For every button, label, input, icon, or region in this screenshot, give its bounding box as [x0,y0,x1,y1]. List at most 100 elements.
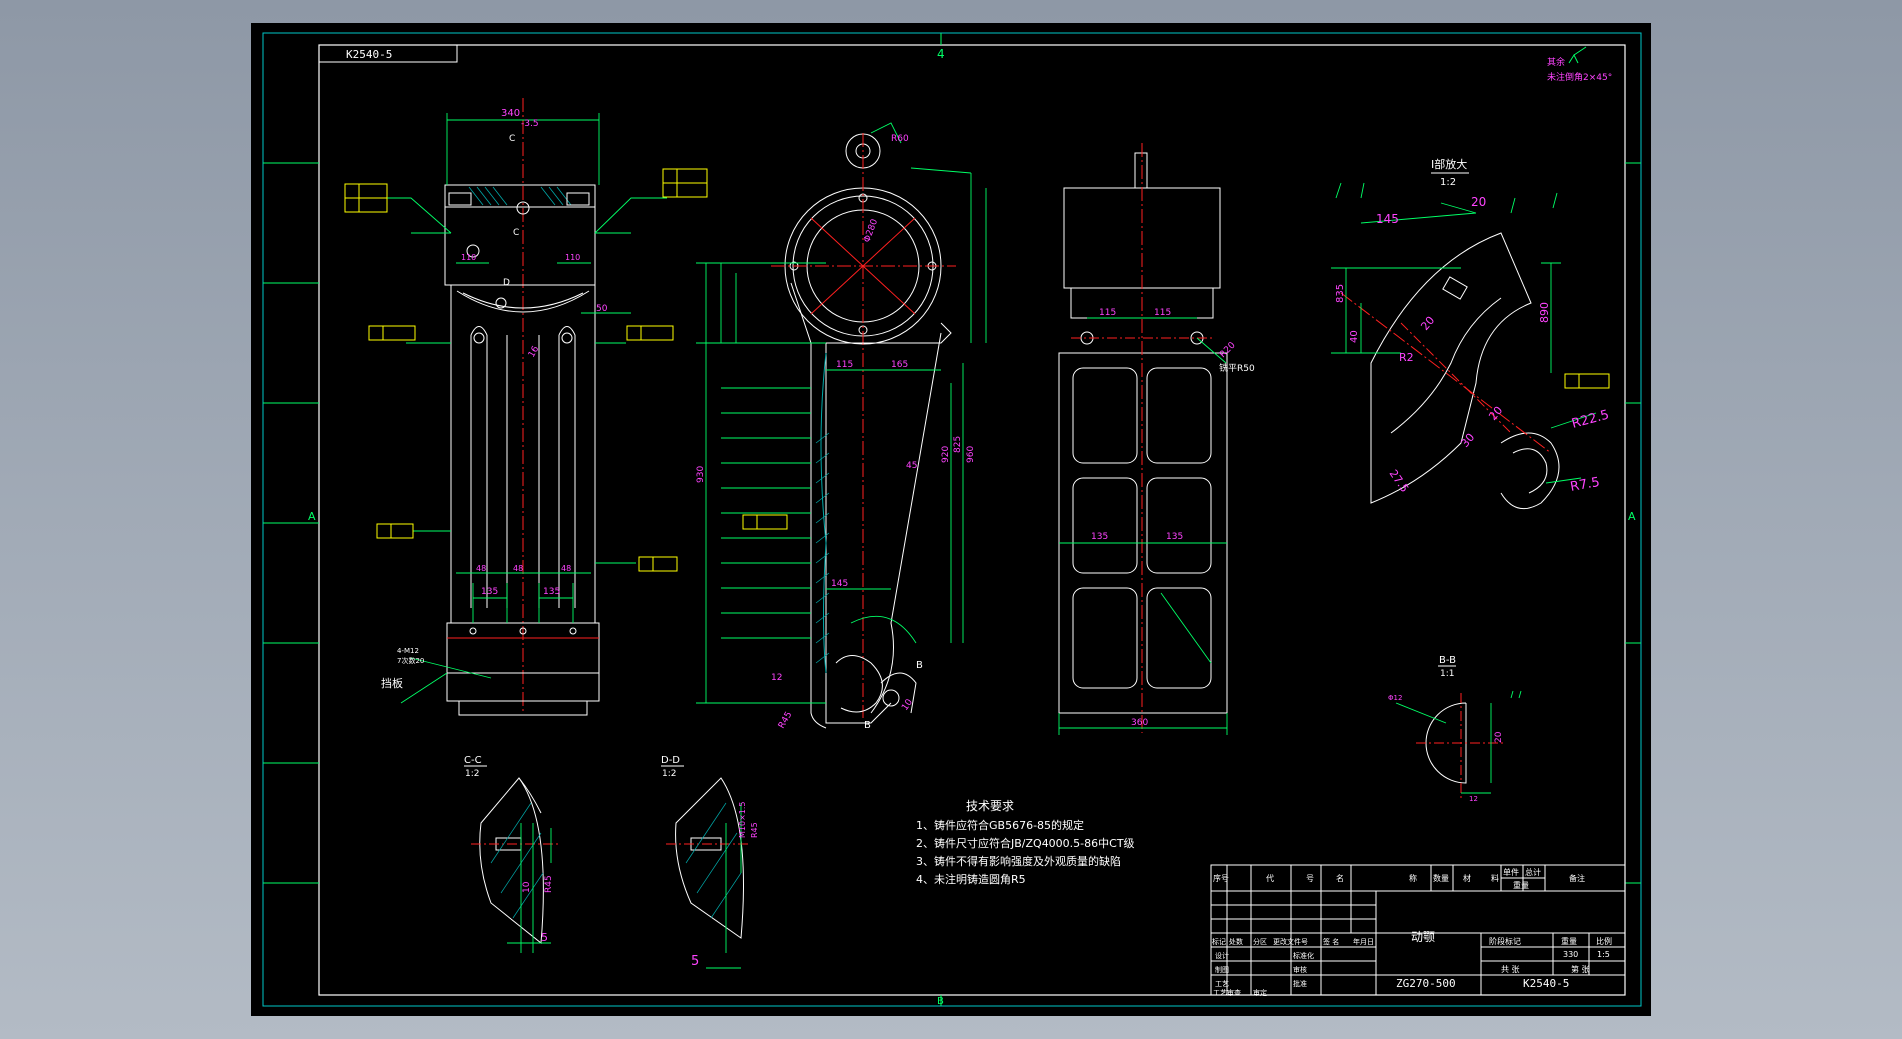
svg-text:135: 135 [1166,532,1183,542]
svg-text:920: 920 [941,446,951,463]
cc-dim-5: 5 [541,931,548,944]
svg-text:27.5: 27.5 [1387,467,1412,495]
svg-text:135: 135 [481,587,498,597]
svg-text:330: 330 [1563,950,1578,959]
grid-letter-left: A [308,510,316,523]
bb-dim-20: 20 [1494,731,1504,743]
svg-text:110: 110 [565,253,580,262]
section-bb: B-B 1:1 20 12 Φ12 [1388,655,1522,803]
svg-text:960: 960 [966,446,976,463]
tech-item-1: 1、铸件应符合GB5676-85的规定 [916,818,1084,832]
svg-text:Φ280: Φ280 [862,218,880,244]
grid-letter-bottom: B [937,996,944,1007]
svg-text:R22.5: R22.5 [1570,408,1611,432]
code-box-text: K2540-5 [346,48,392,61]
title-block: 序号 代 号 名 称 数量 材 料 单件 总计 重量 备注 标记 处数 分区 更… [1210,864,1626,997]
front-section-d: D [503,278,510,288]
detail-i: I部放大 1:2 145 20 835 [1331,157,1611,510]
front-label-baffle: 挡板 [381,676,403,690]
svg-text:R45: R45 [777,710,795,730]
svg-text:R7.5: R7.5 [1569,475,1601,495]
svg-text:48: 48 [476,564,486,573]
svg-text:B-B: B-B [1439,655,1456,666]
svg-text:1:2: 1:2 [465,769,479,779]
detail-i-dims: 145 20 835 40 890 R2 20 27.5 R22.5 R7.5 … [1335,195,1611,495]
svg-text:50: 50 [596,304,608,314]
svg-text:数量: 数量 [1433,873,1449,883]
svg-text:工艺: 工艺 [1215,980,1229,988]
side-view-dims: R60 Φ280 115 165 45 145 930 920 825 960 … [696,134,976,731]
section-cc: C-C 1:2 5 10 R45 [464,755,561,953]
svg-text:名: 名 [1336,873,1344,883]
svg-text:1:2: 1:2 [662,769,676,779]
svg-text:825: 825 [953,436,963,453]
svg-text:比例: 比例 [1596,936,1612,946]
svg-text:930: 930 [696,466,706,483]
svg-text:制图: 制图 [1215,965,1229,974]
svg-text:145: 145 [831,579,848,589]
svg-text:审定: 审定 [1253,988,1267,997]
front-view: 340 -3.5 110 110 50 16 48 48 48 135 135 … [344,98,1610,716]
svg-text:料: 料 [1491,873,1499,883]
svg-text:代: 代 [1266,873,1274,883]
front-section-c-bottom: C [513,228,519,238]
front-section-c-top: C [509,134,515,144]
title-material: ZG270-500 [1396,977,1456,990]
svg-text:分区: 分区 [1253,937,1267,946]
dd-dim-r45: R45 [750,822,759,838]
svg-text:序号: 序号 [1213,873,1229,883]
svg-text:-3.5: -3.5 [521,119,539,129]
svg-text:R2: R2 [1399,351,1414,364]
svg-text:I部放大: I部放大 [1431,157,1467,171]
tech-item-4: 4、未注明铸造圆角R5 [916,872,1026,886]
svg-text:1:5: 1:5 [1597,950,1610,959]
cad-drawing: 4 A A B K2540-5 其余 未注倒角2×45° [262,32,1642,1007]
grid-letter-top: 4 [937,47,945,61]
svg-text:12: 12 [771,673,782,683]
bb-dim-12: 12 [1469,795,1478,803]
tech-title: 技术要求 [966,799,1014,813]
svg-text:总计: 总计 [1525,867,1541,877]
svg-text:115: 115 [1099,308,1116,318]
svg-text:20: 20 [1471,195,1486,209]
svg-text:48: 48 [513,564,523,573]
svg-text:标记: 标记 [1212,937,1226,946]
svg-text:1:1: 1:1 [1440,669,1454,679]
svg-text:共 张: 共 张 [1501,965,1520,974]
svg-text:30: 30 [1458,431,1477,450]
front-dim-7: 7次数20 [397,656,424,665]
tech-item-3: 3、铸件不得有影响强度及外观质量的缺陷 [916,854,1121,868]
svg-text:号: 号 [1306,874,1314,883]
svg-text:835: 835 [1335,284,1346,303]
svg-text:签 名: 签 名 [1323,937,1339,946]
top-view-dims: 115 115 135 135 360 R20 [1091,308,1238,728]
side-section-b-top: B [916,660,923,671]
outer-frame [262,32,1642,1007]
svg-text:工艺审查: 工艺审查 [1213,988,1241,997]
side-section-b-bottom: B [864,720,871,731]
front-dim-4xm12: 4-M12 [397,647,419,655]
svg-text:批准: 批准 [1293,979,1307,988]
zone-ticks [263,33,1641,1006]
svg-text:重量: 重量 [1513,880,1529,890]
svg-text:R20: R20 [1218,340,1238,360]
dd-dim-m10: M10×1.5 [738,801,747,838]
svg-text:135: 135 [1091,532,1108,542]
dd-dim-5: 5 [691,954,699,969]
cc-dim-10: 10 [522,881,532,893]
svg-text:称: 称 [1409,873,1417,883]
svg-text:其余: 其余 [1547,56,1565,68]
svg-text:设计: 设计 [1215,951,1229,960]
svg-text:C-C: C-C [464,755,482,766]
front-view-dims: 340 -3.5 110 110 50 16 48 48 48 135 135 [461,108,608,597]
svg-text:165: 165 [891,360,908,370]
svg-text:360: 360 [1131,718,1148,728]
svg-text:110: 110 [461,253,476,262]
svg-text:处数: 处数 [1229,937,1243,946]
title-part-name: 动颚 [1411,930,1435,944]
svg-text:阶段标记: 阶段标记 [1489,936,1521,946]
bb-dim-phi12: Φ12 [1388,694,1402,702]
top-view-flat-note: 铣平R50 [1219,362,1255,374]
svg-text:年月日: 年月日 [1353,937,1374,946]
svg-text:D-D: D-D [661,755,680,766]
